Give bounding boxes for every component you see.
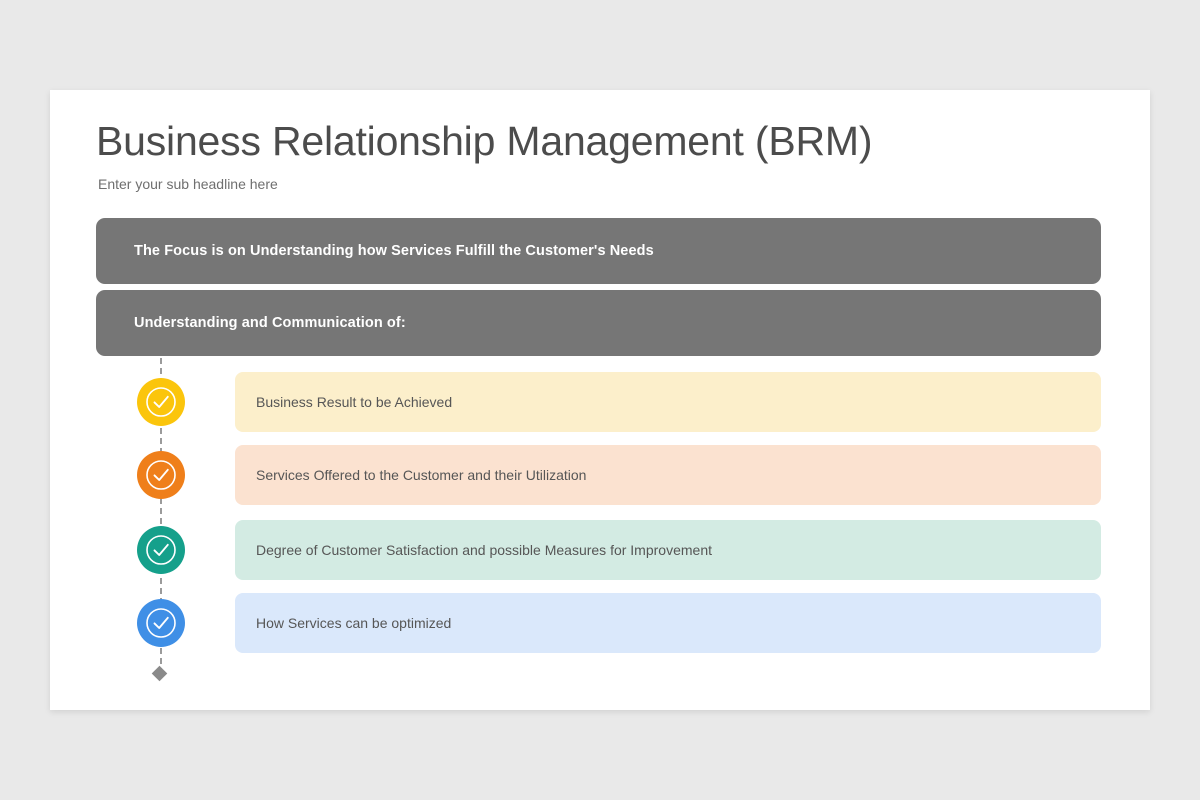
timeline-item-label-2: Degree of Customer Satisfaction and poss… bbox=[256, 542, 712, 558]
check-circle-icon bbox=[137, 526, 185, 574]
banner-understanding: Understanding and Communication of: bbox=[96, 290, 1101, 356]
timeline-item-bar-3: How Services can be optimized bbox=[235, 593, 1101, 653]
page-title: Business Relationship Management (BRM) bbox=[96, 118, 873, 164]
timeline-item-1: Services Offered to the Customer and the… bbox=[50, 445, 1150, 505]
slide-card: Business Relationship Management (BRM) E… bbox=[50, 90, 1150, 710]
diamond-marker-icon bbox=[151, 665, 168, 682]
timeline-item-3: How Services can be optimized bbox=[50, 593, 1150, 653]
banner-understanding-label: Understanding and Communication of: bbox=[134, 315, 406, 331]
page-subtitle: Enter your sub headline here bbox=[98, 176, 278, 192]
timeline-item-bar-2: Degree of Customer Satisfaction and poss… bbox=[235, 520, 1101, 580]
timeline-connector-line bbox=[160, 358, 162, 674]
timeline-item-bar-1: Services Offered to the Customer and the… bbox=[235, 445, 1101, 505]
check-circle-icon bbox=[137, 451, 185, 499]
timeline-item-2: Degree of Customer Satisfaction and poss… bbox=[50, 520, 1150, 580]
check-circle-icon bbox=[137, 378, 185, 426]
banner-focus-label: The Focus is on Understanding how Servic… bbox=[134, 243, 654, 259]
timeline-item-0: Business Result to be Achieved bbox=[50, 372, 1150, 432]
check-circle-icon bbox=[137, 599, 185, 647]
timeline-item-label-0: Business Result to be Achieved bbox=[256, 394, 453, 410]
banner-focus: The Focus is on Understanding how Servic… bbox=[96, 218, 1101, 284]
timeline-item-bar-0: Business Result to be Achieved bbox=[235, 372, 1101, 432]
timeline-item-label-1: Services Offered to the Customer and the… bbox=[256, 467, 587, 483]
timeline-item-label-3: How Services can be optimized bbox=[256, 615, 452, 631]
